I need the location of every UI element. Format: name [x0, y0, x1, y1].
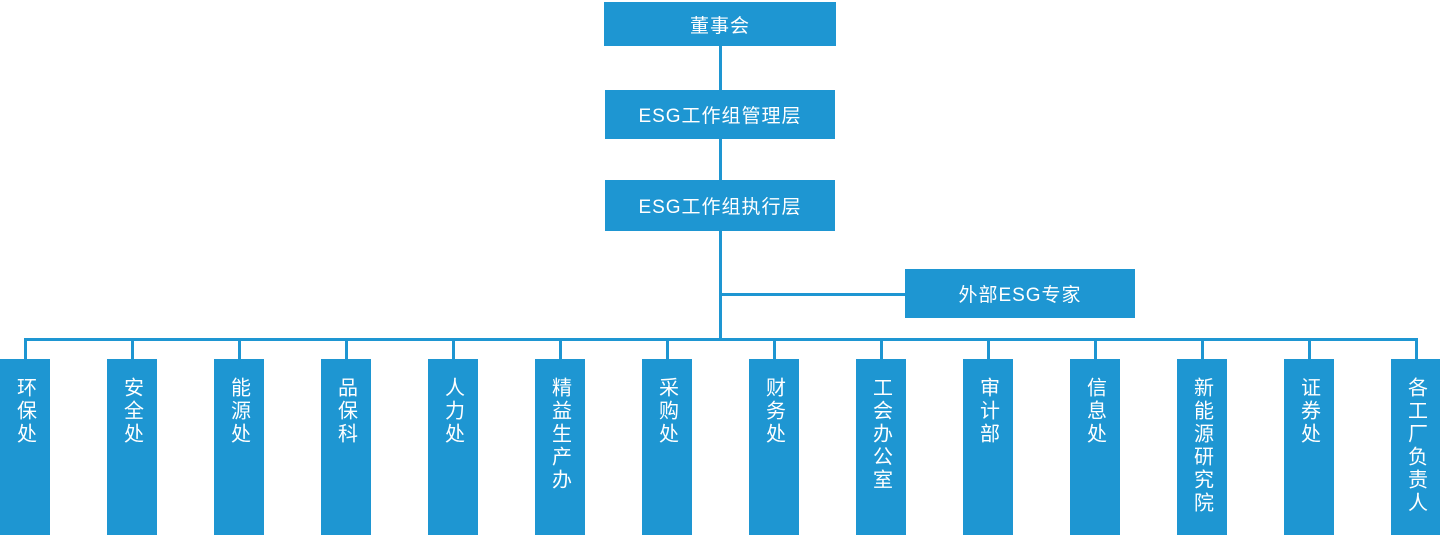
connector-department-drop — [237, 338, 241, 359]
department-label: 安全处 — [120, 377, 143, 446]
department-box: 安全处 — [107, 359, 157, 535]
node-external-esg-expert-label: 外部ESG专家 — [958, 285, 1082, 306]
department-box: 审计部 — [963, 359, 1013, 535]
department-label: 信息处 — [1083, 377, 1106, 446]
department-label: 财务处 — [762, 377, 785, 446]
connector-department-drop — [23, 338, 27, 359]
department-group: 审计部 — [963, 338, 1013, 535]
connector-management-to-execution — [718, 139, 722, 180]
department-label: 新能源研究院 — [1190, 377, 1213, 515]
department-label: 采购处 — [655, 377, 678, 446]
department-group: 环保处 — [0, 338, 50, 535]
department-box: 精益生产办 — [535, 359, 585, 535]
department-box: 人力处 — [428, 359, 478, 535]
connector-department-drop — [451, 338, 455, 359]
node-board-label: 董事会 — [689, 15, 750, 37]
connector-to-external-expert — [719, 293, 905, 296]
department-box: 环保处 — [0, 359, 50, 535]
connector-department-drop — [665, 338, 669, 359]
department-label: 证券处 — [1297, 377, 1320, 446]
connector-execution-to-bus — [718, 231, 722, 341]
node-esg-management: ESG工作组管理层 — [605, 90, 835, 139]
connector-department-drop — [879, 338, 883, 359]
department-box: 信息处 — [1070, 359, 1120, 535]
connector-department-drop — [1093, 338, 1097, 359]
connector-department-drop — [772, 338, 776, 359]
node-external-esg-expert: 外部ESG专家 — [905, 269, 1135, 318]
department-group: 新能源研究院 — [1177, 338, 1227, 535]
department-label: 品保科 — [334, 377, 357, 446]
connector-board-to-management — [718, 46, 722, 90]
department-label: 精益生产办 — [548, 377, 571, 492]
department-group: 各工厂负责人 — [1391, 338, 1440, 535]
department-box: 新能源研究院 — [1177, 359, 1227, 535]
department-group: 财务处 — [749, 338, 799, 535]
department-label: 工会办公室 — [869, 377, 892, 492]
department-group: 能源处 — [214, 338, 264, 535]
department-group: 信息处 — [1070, 338, 1120, 535]
department-group: 人力处 — [428, 338, 478, 535]
department-box: 采购处 — [642, 359, 692, 535]
department-box: 财务处 — [749, 359, 799, 535]
department-box: 工会办公室 — [856, 359, 906, 535]
node-esg-management-label: ESG工作组管理层 — [638, 106, 802, 127]
department-group: 采购处 — [642, 338, 692, 535]
connector-department-drop — [344, 338, 348, 359]
department-box: 品保科 — [321, 359, 371, 535]
node-esg-execution-label: ESG工作组执行层 — [638, 197, 802, 218]
connector-bus — [24, 338, 1416, 341]
department-group: 证券处 — [1284, 338, 1334, 535]
department-box: 各工厂负责人 — [1391, 359, 1440, 535]
department-group: 品保科 — [321, 338, 371, 535]
node-esg-execution: ESG工作组执行层 — [605, 180, 835, 231]
connector-department-drop — [558, 338, 562, 359]
connector-department-drop — [1307, 338, 1311, 359]
connector-department-drop — [1200, 338, 1204, 359]
node-board-of-directors: 董事会 — [604, 2, 836, 46]
department-label: 人力处 — [441, 377, 464, 446]
department-label: 能源处 — [227, 377, 250, 446]
department-label: 环保处 — [13, 377, 36, 446]
department-group: 工会办公室 — [856, 338, 906, 535]
department-label: 各工厂负责人 — [1404, 377, 1427, 515]
department-box: 能源处 — [214, 359, 264, 535]
connector-department-drop — [986, 338, 990, 359]
connector-department-drop — [130, 338, 134, 359]
department-box: 证券处 — [1284, 359, 1334, 535]
department-label: 审计部 — [976, 377, 999, 446]
connector-department-drop — [1414, 338, 1418, 359]
department-group: 精益生产办 — [535, 338, 585, 535]
department-group: 安全处 — [107, 338, 157, 535]
